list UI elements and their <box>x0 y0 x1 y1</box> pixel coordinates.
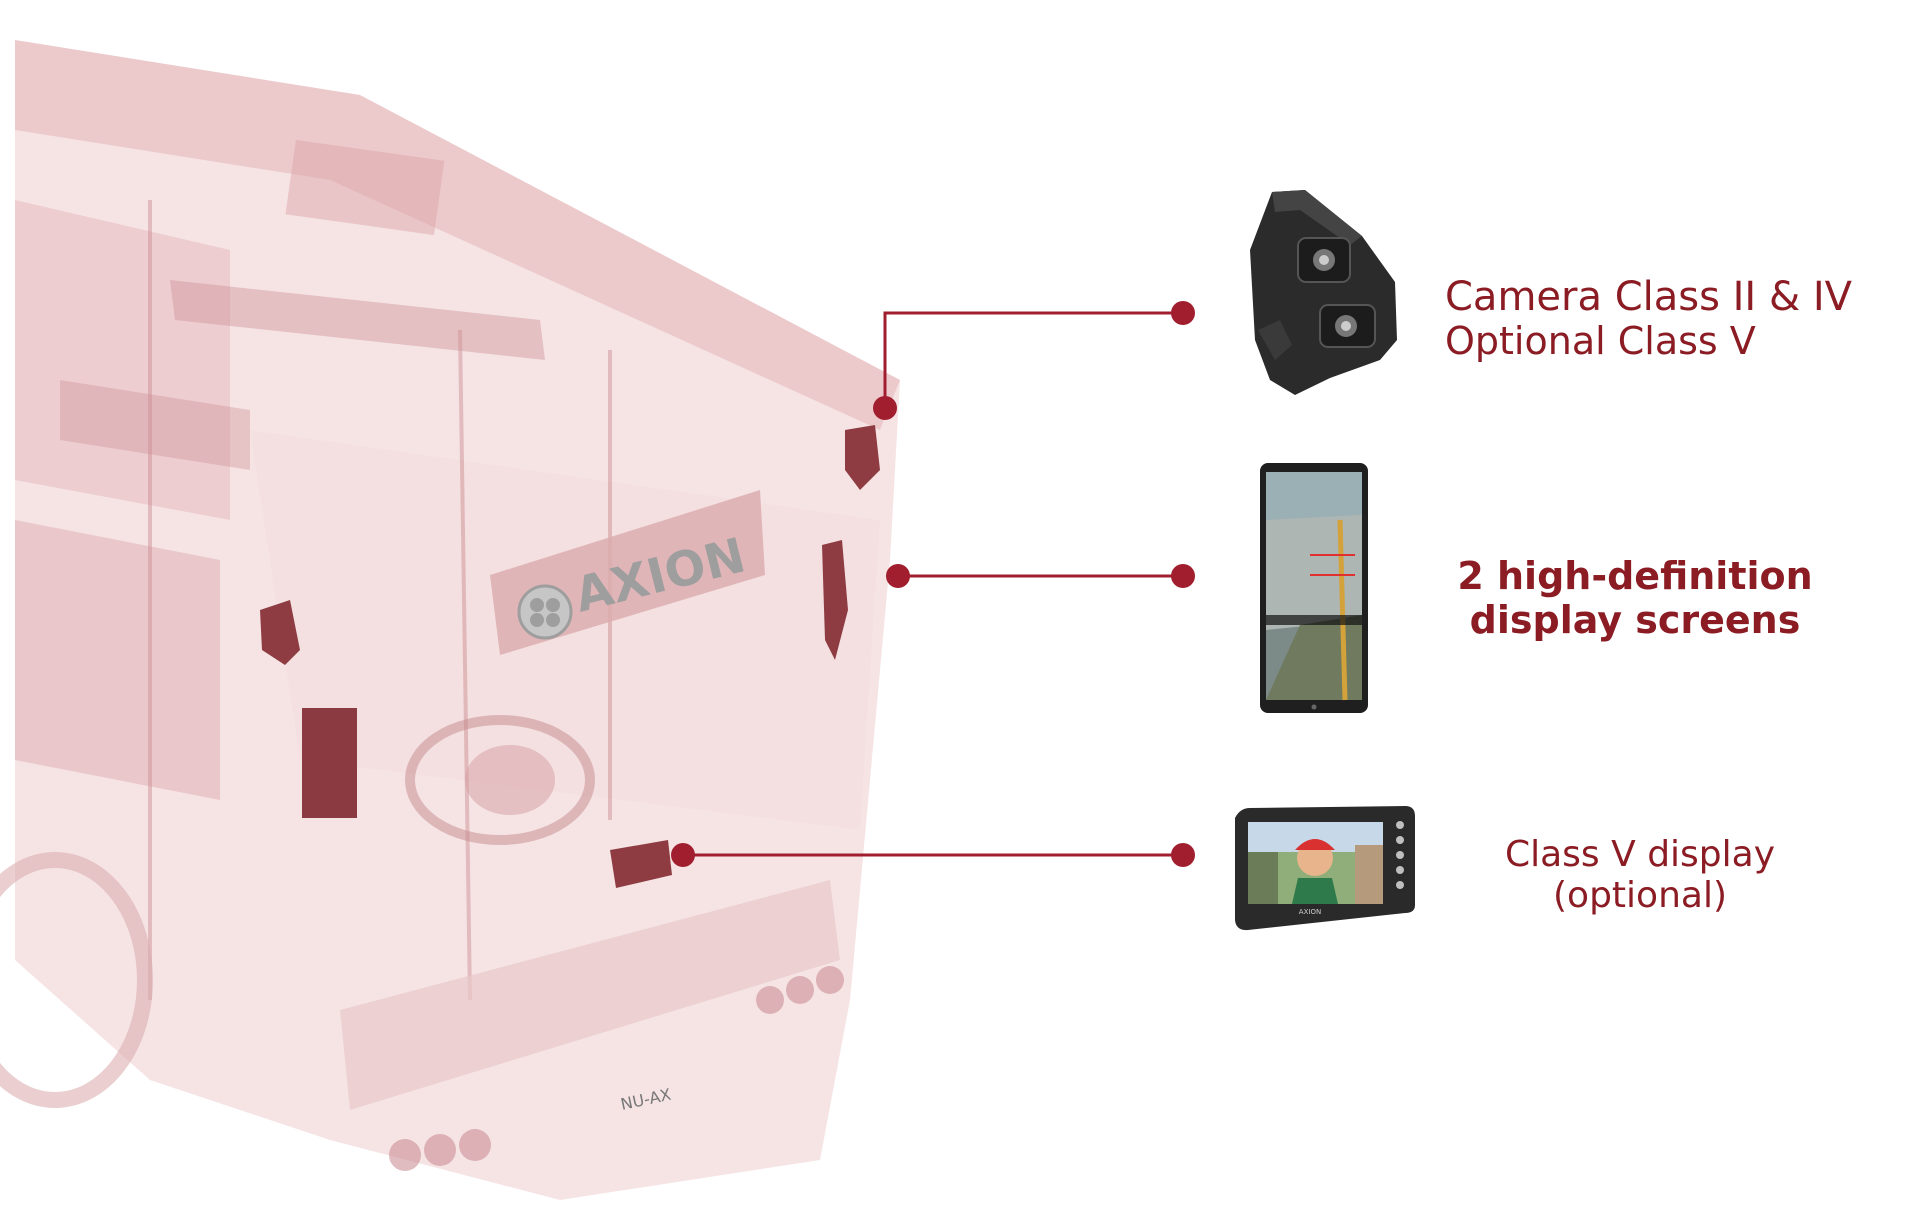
bus-panel-device <box>302 708 357 818</box>
bus-illustration <box>0 40 900 1200</box>
camera-icon <box>1250 190 1397 395</box>
callout-class-v-line2: (optional) <box>1553 875 1727 917</box>
callout-displays: 2 high-definition display screens <box>1445 554 1825 642</box>
bus-class-v-display-mount <box>610 840 672 888</box>
callout-dots <box>671 301 1195 867</box>
bus-camera-mount <box>845 425 880 490</box>
bus-display-mount <box>822 540 848 660</box>
callout-displays-line1: 2 high-definition <box>1457 554 1813 598</box>
callout-displays-line2: display screens <box>1469 597 1801 642</box>
callout-class-v-line1: Class V display <box>1504 834 1776 875</box>
callout-camera: Camera Class II & IV Optional Class V <box>1445 274 1852 364</box>
callout-camera-line1: Camera Class II & IV <box>1445 274 1853 320</box>
bus-class-v-camera <box>260 600 300 665</box>
callout-camera-line2: Optional Class V <box>1445 319 1756 363</box>
monitor-brand-text: AXION <box>1299 908 1321 916</box>
display-screen-icon <box>1260 463 1368 713</box>
callout-lines <box>683 311 1180 857</box>
class-v-monitor-icon: AXION <box>1235 806 1415 931</box>
callout-class-v: Class V display (optional) <box>1450 834 1830 917</box>
